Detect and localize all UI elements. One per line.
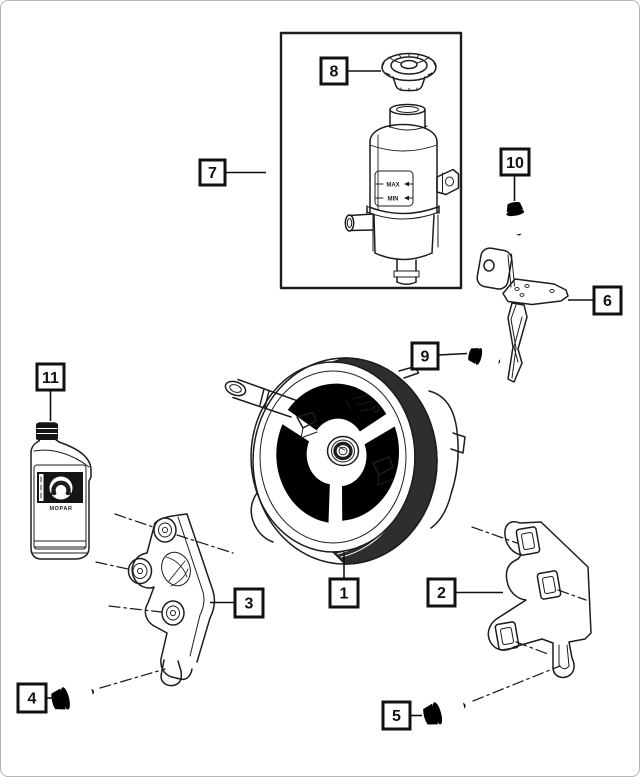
- callout-4-number: 4: [28, 691, 37, 708]
- callout-4-box[interactable]: [16, 682, 48, 714]
- callout-5-number: 5: [392, 708, 401, 725]
- callout-2-number: 2: [437, 585, 446, 602]
- callout-8[interactable]: 8: [319, 56, 381, 86]
- callout-8-number: 8: [330, 64, 339, 81]
- callout-2-box[interactable]: [426, 577, 457, 608]
- reservoir-min-label: MIN: [388, 197, 399, 203]
- reservoir-detail-box: [279, 31, 463, 290]
- callout-3[interactable]: 3: [210, 587, 265, 619]
- bolt-4-centerline: [99, 668, 166, 689]
- callouts: 1 2 3 4 5 6 7: [16, 56, 623, 731]
- pump-drawing: [224, 357, 466, 565]
- callout-1-number: 1: [340, 586, 349, 603]
- callout-11-number: 11: [42, 370, 59, 387]
- callout-1[interactable]: 1: [328, 552, 360, 609]
- bolt-5-centerline: [472, 665, 561, 702]
- callout-11[interactable]: 11: [35, 362, 66, 421]
- callout-1-box[interactable]: [328, 577, 360, 609]
- callout-6-number: 6: [603, 293, 612, 310]
- callout-4[interactable]: 4: [16, 682, 53, 714]
- callout-9-box[interactable]: [410, 341, 440, 371]
- callout-5[interactable]: 5: [381, 700, 422, 731]
- bracket-3-drawing: [95, 513, 234, 687]
- callout-7-number: 7: [208, 165, 217, 182]
- bottle-cap: [36, 423, 58, 440]
- reservoir-max-label: MAX: [386, 183, 399, 189]
- callout-10-number: 10: [506, 155, 524, 172]
- bottle-brand-label: MOPAR: [49, 506, 72, 512]
- pulley-outer-rim: [252, 357, 438, 565]
- callout-9-number: 9: [421, 349, 430, 366]
- pulley-windows: [263, 376, 419, 536]
- callout-2[interactable]: 2: [426, 577, 503, 608]
- bolt-9-drawing: [466, 345, 503, 371]
- callout-7[interactable]: 7: [198, 158, 266, 187]
- callout-6[interactable]: 6: [568, 285, 623, 316]
- callout-8-box[interactable]: [319, 56, 349, 86]
- callout-9[interactable]: 9: [410, 341, 468, 371]
- bracket-2-drawing: [471, 521, 592, 679]
- pulley-hub: [326, 435, 360, 467]
- bracket-6-drawing: [476, 247, 569, 383]
- bolt-4-drawing: [49, 680, 97, 713]
- callout-9-leader: [437, 352, 468, 356]
- callout-11-box[interactable]: [35, 362, 66, 392]
- fluid-bottle-drawing: MOPAR: [30, 422, 92, 560]
- callout-3-number: 3: [245, 596, 254, 613]
- reservoir-drawing: MAX MIN: [344, 103, 460, 285]
- callout-10-box[interactable]: [499, 147, 531, 177]
- callout-5-box[interactable]: [381, 700, 412, 731]
- bolt-5-drawing: [421, 694, 469, 729]
- reservoir-cap-drawing: [381, 52, 437, 92]
- pulley-face: [250, 361, 416, 553]
- bolt-10-drawing: [504, 200, 529, 237]
- callout-10[interactable]: 10: [499, 147, 531, 201]
- callout-3-box[interactable]: [233, 587, 265, 619]
- mopar-logo-icon: [51, 480, 71, 496]
- callout-7-box[interactable]: [198, 158, 227, 187]
- callout-6-box[interactable]: [592, 285, 623, 316]
